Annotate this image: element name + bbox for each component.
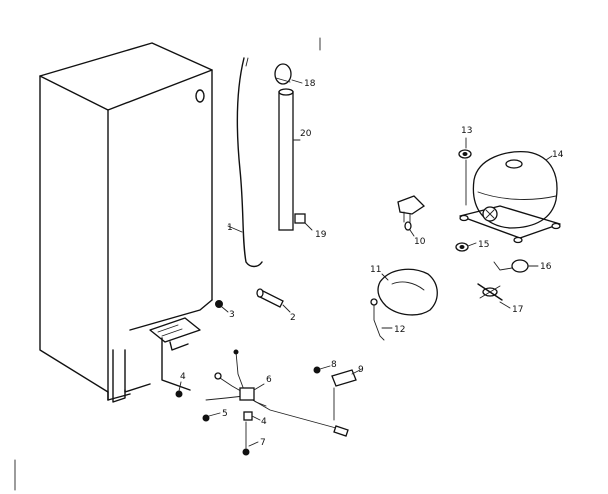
callout-13: 13 xyxy=(461,126,472,136)
callout-6: 6 xyxy=(266,375,272,385)
part-5-washer xyxy=(202,412,221,422)
part-14-compressor xyxy=(459,151,561,244)
callout-10: 10 xyxy=(414,237,426,247)
callout-3: 3 xyxy=(229,310,235,320)
callout-14: 14 xyxy=(552,150,564,160)
callout-15: 15 xyxy=(478,240,489,250)
callout-8: 8 xyxy=(331,360,337,370)
callout-18: 18 xyxy=(304,79,316,89)
part-4-screw-right xyxy=(243,411,261,421)
part-11-cover xyxy=(377,268,438,316)
callout-17: 17 xyxy=(512,305,523,315)
scan-edge-marks xyxy=(14,37,321,491)
part-15-grommet xyxy=(455,242,477,252)
callout-11: 11 xyxy=(370,265,381,275)
refrigerator-cabinet xyxy=(39,42,213,403)
part-8-nut xyxy=(313,365,331,374)
part-4-screw-left xyxy=(175,381,183,398)
callout-16: 16 xyxy=(540,262,552,272)
callout-7: 7 xyxy=(260,438,266,448)
part-16-overload xyxy=(493,259,539,273)
drain-pan-assembly xyxy=(149,317,201,351)
part-17-clip xyxy=(477,283,511,309)
part-13-grommet xyxy=(458,137,472,206)
part-19-clip xyxy=(294,213,313,231)
part-10-relay xyxy=(397,195,426,237)
part-2-drier xyxy=(256,288,291,313)
callout-1: 1 xyxy=(227,223,233,233)
part-18-cap xyxy=(274,63,303,85)
callout-12: 12 xyxy=(394,325,405,335)
part-20-drain-tube xyxy=(278,88,301,231)
callout-4-right: 4 xyxy=(261,417,267,427)
callout-5: 5 xyxy=(222,409,228,419)
callout-4-left: 4 xyxy=(180,372,186,382)
part-3-plug xyxy=(215,300,229,313)
callout-2: 2 xyxy=(290,313,296,323)
part-12-wire-lead xyxy=(370,298,393,341)
part-9-bracket xyxy=(331,369,361,437)
callout-20: 20 xyxy=(300,129,312,139)
part-1-tubing xyxy=(227,57,263,268)
callout-9: 9 xyxy=(358,365,364,375)
part-6-connector xyxy=(239,383,265,401)
callout-19: 19 xyxy=(315,230,327,240)
part-7-bolt xyxy=(242,421,259,456)
